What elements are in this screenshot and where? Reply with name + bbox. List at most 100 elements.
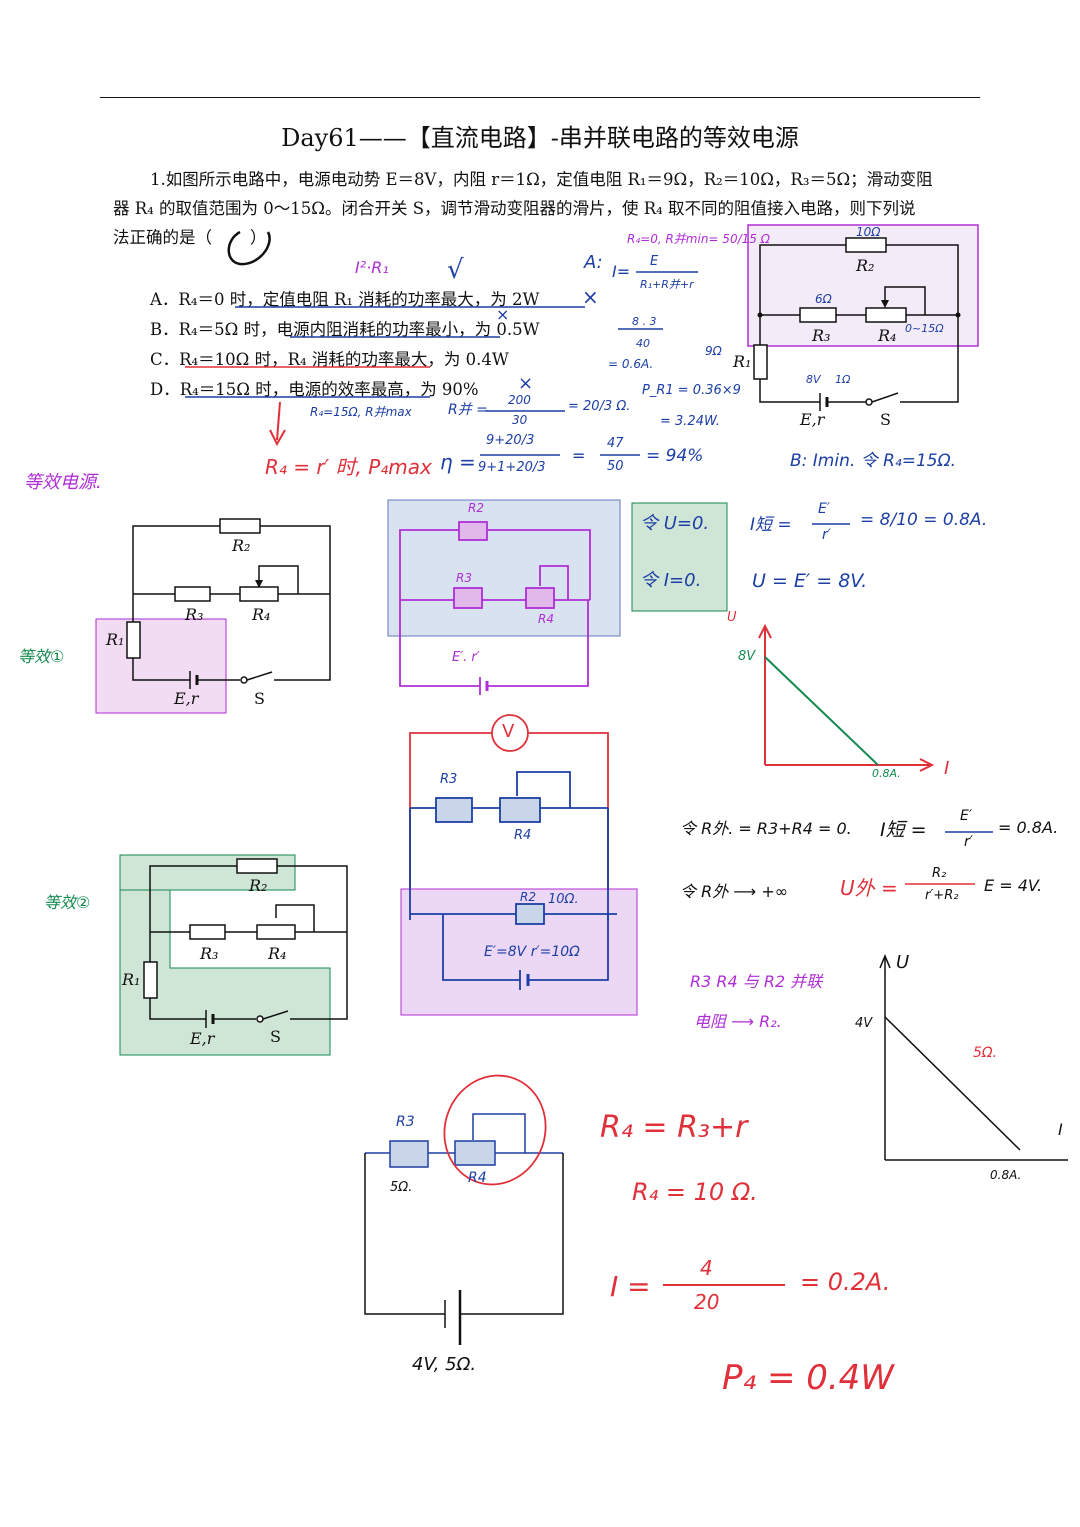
center-label-er: E′. r′ [452, 650, 480, 665]
label-er-c1: E,r [174, 689, 199, 708]
label-r4-c2: R₄ [268, 944, 287, 963]
wiper-arrow [881, 300, 889, 308]
page-title: Day61——【直流电路】-串并联电路的等效电源 [281, 124, 799, 152]
center-circuit-highlight [387, 499, 621, 637]
note-a-den: R₁+R并+r [640, 278, 694, 291]
g1-8v: 8V [738, 649, 756, 664]
note-ishort2-den: r′ [964, 834, 973, 850]
note-u-wai: U外 = [840, 876, 898, 900]
bc-label-source: 4V, 5Ω. [412, 1354, 477, 1375]
note-06a: = 0.6A. [608, 357, 654, 371]
top-circuit [753, 237, 959, 411]
note-eta: η = [440, 450, 476, 474]
red-arrow-down [269, 401, 286, 447]
note-i-eq: I = [610, 1270, 651, 1303]
note-r3-6: 6Ω [815, 292, 832, 306]
graph-2 [879, 954, 1068, 1161]
note-wai0: 令 R外. = R3+R4 = 0. [680, 819, 852, 838]
label-r3: R₃ [812, 326, 831, 345]
g2-08a: 0.8A. [990, 1168, 1022, 1182]
node-dot [955, 312, 961, 318]
note-r4-eq: R₄ = R₃+r [600, 1110, 748, 1145]
label-r2-c2: R₂ [249, 876, 268, 895]
note-ishort: I短 = [750, 515, 792, 535]
wiper-arrow [255, 580, 263, 588]
question-line-3-text: 法正确的是（ [113, 228, 212, 247]
note-ishort-den: r′ [822, 527, 831, 543]
label-r1: R₁ [733, 352, 752, 371]
voltmeter-circuit [400, 714, 638, 1016]
label-r3-c2: R₃ [200, 944, 219, 963]
bc-label-5: 5Ω. [390, 1180, 413, 1195]
left-circuit-1-highlight [95, 618, 227, 714]
left-circuit-2 [143, 858, 348, 1028]
note-parallel-1: R3 R4 与 R2 并联 [690, 972, 823, 991]
center-label-r4: R4 [538, 612, 554, 626]
g2-4v: 4V [855, 1016, 873, 1031]
note-r4-val: R₄ = 10 Ω. [632, 1178, 758, 1206]
note-check: √ [447, 255, 464, 285]
note-d: R₄=15Ω, R并max [310, 405, 412, 419]
note-r4-range: 0~15Ω [905, 322, 944, 335]
option-b: B．R₄＝5Ω 时，电源内阻消耗的功率最小，为 0.5W [150, 320, 540, 339]
note-equiv-source: 等效电源. [24, 472, 102, 493]
note-pr1: P_R1 = 0.36×9 [642, 383, 741, 398]
note-pr1b: = 3.24W. [660, 414, 720, 429]
question-line-2: 器 R₄ 的取值范围为 0～15Ω。闭合开关 S，调节滑动变阻器的滑片，使 R₄… [113, 199, 916, 218]
note-parallel-2: 电阻 ⟶ R₂. [694, 1012, 782, 1031]
label-er: E,r [800, 410, 825, 429]
note-i-num: 4 [700, 1256, 713, 1280]
center-circuit [399, 521, 591, 695]
g1-i-label: I [944, 758, 950, 779]
g1-08a: 0.8A. [872, 767, 901, 780]
label-r1-c1: R₁ [106, 630, 125, 649]
note-frac-83: 8 . 3 [632, 315, 657, 328]
note-ue: U = E′ = 8V. [752, 570, 868, 592]
label-r2: R₂ [856, 256, 875, 275]
note-rpar-den: 30 [512, 413, 528, 427]
answer-circle-mark [227, 230, 271, 266]
voltmeter-v: V [502, 721, 515, 742]
note-eta-frac-num: 47 [607, 436, 624, 451]
graph-1 [758, 623, 935, 772]
fraction-bars [480, 271, 993, 833]
note-eta-den: 9+1+20/3 [478, 460, 546, 475]
note-e-8v: 8V [806, 373, 821, 386]
note-i-den: 20 [694, 1290, 720, 1314]
note-u-wai-num: R₂ [932, 866, 947, 881]
note-eta-mid: = [572, 446, 586, 465]
label-s-c2: S [270, 1027, 281, 1046]
cross-a: × [582, 285, 599, 309]
label-r4: R₄ [878, 326, 897, 345]
note-ishort2: I短 = [880, 819, 927, 841]
note-rpar-num: 200 [508, 393, 531, 407]
option-c: C．R₄＝10Ω 时，R₄ 消耗的功率最大，为 0.4W [150, 350, 509, 369]
note-eta-frac-den: 50 [607, 459, 624, 474]
vc-label-e8v: E′=8V r′=10Ω [484, 944, 580, 960]
bc-label-r3: R3 [396, 1114, 415, 1130]
g2-5ohm: 5Ω. [973, 1045, 998, 1061]
question-line-1: 1.如图所示电路中，电源电动势 E＝8V，内阻 r＝1Ω，定值电阻 R₁＝9Ω，… [150, 170, 933, 189]
note-eta-num: 9+20/3 [486, 433, 535, 448]
note-r1-9: 9Ω [705, 344, 722, 358]
center-label-r2: R2 [468, 501, 484, 515]
note-ishort2-num: E′ [960, 808, 973, 824]
note-ishort2-res: = 0.8A. [998, 818, 1059, 837]
note-a-num: E [650, 254, 659, 269]
option-a: A．R₄＝0 时，定值电阻 R₁ 消耗的功率最大，为 2W [150, 290, 540, 309]
note-equiv1: 等效① [18, 647, 65, 666]
cross-b: × [496, 305, 510, 324]
vc-label-r4: R4 [514, 828, 532, 843]
vc-label-10: 10Ω. [548, 892, 579, 907]
note-rpar: R并 = [448, 402, 488, 418]
vc-label-r2: R2 [520, 890, 536, 904]
note-i2r: I²·R₁ [355, 258, 389, 277]
note-equiv2: 等效② [44, 893, 91, 912]
g2-u-label: U [896, 952, 910, 973]
label-s: S [880, 410, 891, 429]
note-ishort-num: E′ [818, 501, 831, 517]
cross-d: × [518, 373, 534, 394]
header-rule [100, 97, 980, 98]
label-r1-c2: R₁ [122, 970, 141, 989]
